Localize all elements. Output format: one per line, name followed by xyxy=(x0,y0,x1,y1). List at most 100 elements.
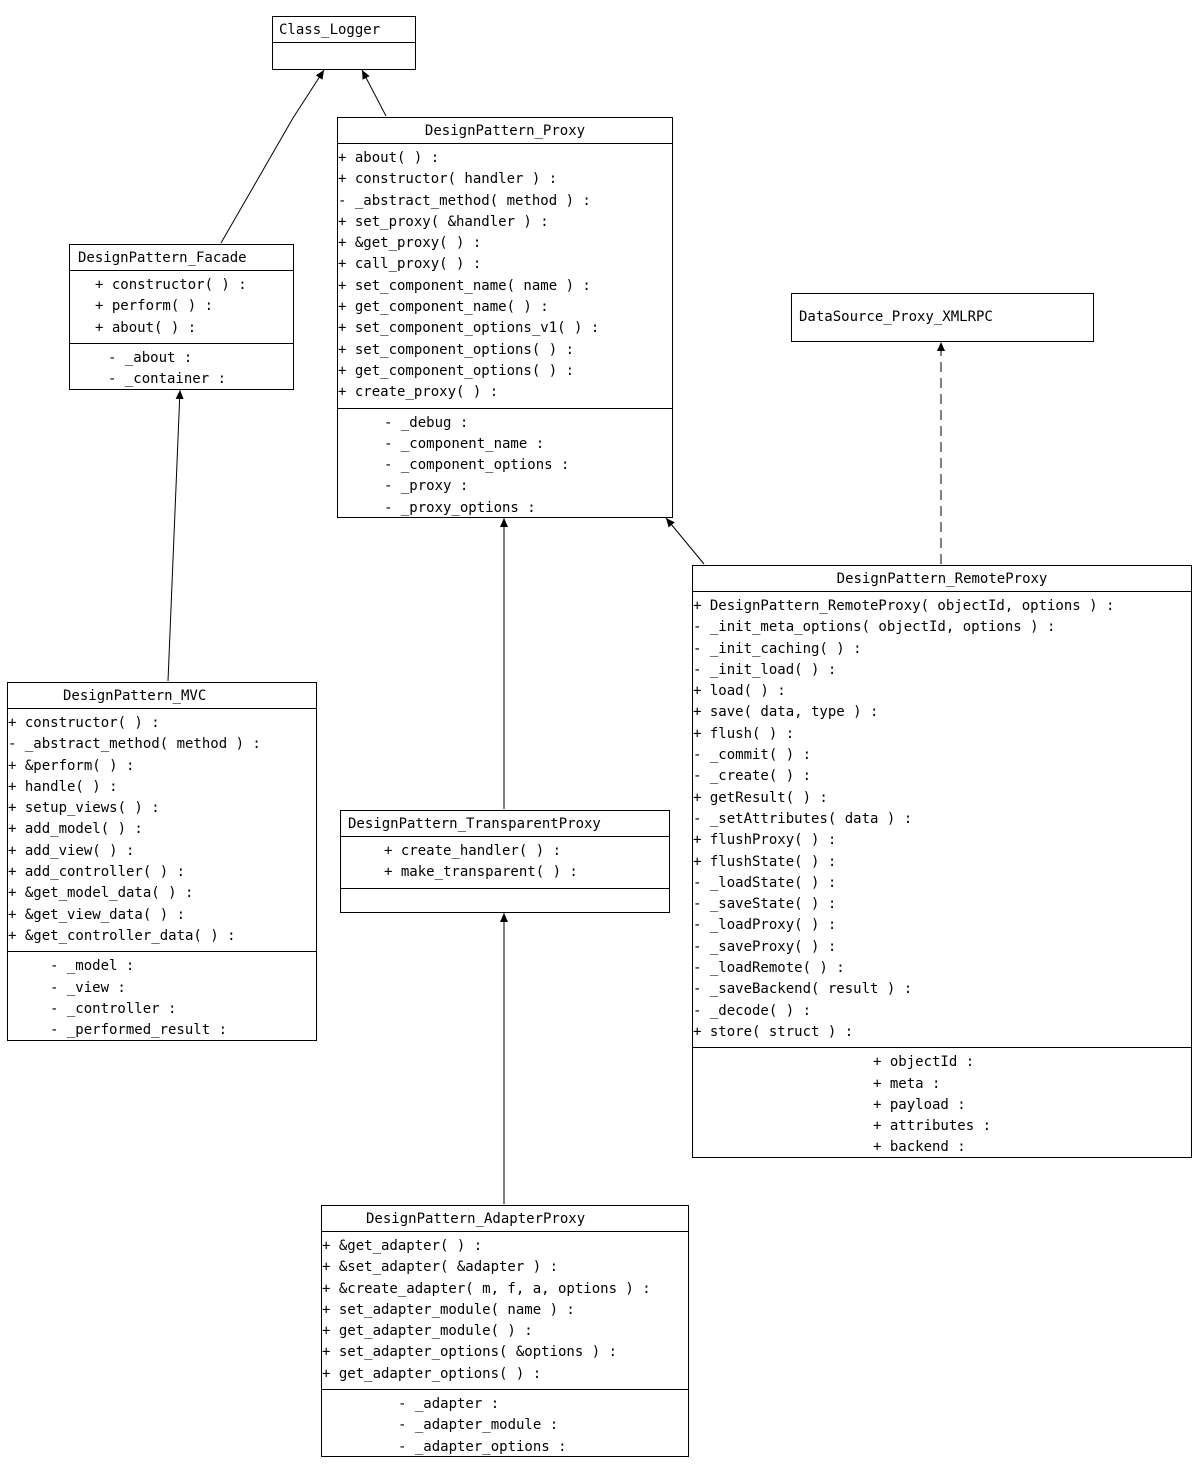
class-name: DesignPattern_Proxy xyxy=(338,118,672,144)
method: - _init_load( ) : xyxy=(693,661,837,678)
class-attributes: - _about : - _container : xyxy=(70,342,293,395)
attribute: - _proxy : xyxy=(384,478,469,495)
method: + add_model( ) : xyxy=(8,821,143,838)
method: + &get_view_data( ) : xyxy=(8,906,186,923)
method: + store( struct ) : xyxy=(693,1023,854,1040)
method: - _loadRemote( ) : xyxy=(693,960,845,977)
attribute: - _adapter_module : xyxy=(398,1417,559,1434)
method: + handle( ) : xyxy=(8,778,118,795)
method: + call_proxy( ) : xyxy=(338,256,482,273)
attribute: - _controller : xyxy=(50,1000,177,1017)
attribute: - _performed_result : xyxy=(50,1022,228,1039)
class-box-design-pattern-proxy: DesignPattern_Proxy + about( ) : + const… xyxy=(337,117,673,518)
method: + about( ) : xyxy=(95,319,197,336)
attribute: + objectId : xyxy=(873,1054,975,1071)
method: + create_proxy( ) : xyxy=(338,384,499,401)
edge-mvc-to-facade xyxy=(167,389,184,682)
attribute: - _adapter_options : xyxy=(398,1438,567,1455)
class-methods: + constructor( ) : + perform( ) : + abou… xyxy=(70,271,293,343)
method: + add_controller( ) : xyxy=(8,864,186,881)
method: - _abstract_method( method ) : xyxy=(8,736,261,753)
class-methods: + DesignPattern_RemoteProxy( objectId, o… xyxy=(693,592,1191,1047)
method: + flushProxy( ) : xyxy=(693,832,837,849)
class-methods: + about( ) : + constructor( handler ) : … xyxy=(338,144,672,408)
method: + about( ) : xyxy=(338,150,440,166)
method: + get_adapter_options( ) : xyxy=(322,1365,542,1382)
class-attributes-empty xyxy=(341,887,669,912)
class-attributes: - _model : - _view : - _controller : - _… xyxy=(8,951,316,1045)
method: + set_component_options( ) : xyxy=(338,341,575,358)
method: - _create( ) : xyxy=(693,768,812,785)
class-box-design-pattern-mvc: DesignPattern_MVC + constructor( ) : - _… xyxy=(7,682,317,1041)
class-box-class-logger: Class_Logger xyxy=(272,16,416,70)
method: - _init_caching( ) : xyxy=(693,640,862,657)
attribute: - _proxy_options : xyxy=(384,499,536,516)
class-name: DesignPattern_TransparentProxy xyxy=(341,811,669,837)
class-attributes: - _adapter : - _adapter_module : - _adap… xyxy=(322,1389,688,1462)
attribute: + meta : xyxy=(873,1075,941,1092)
class-box-design-pattern-transparentproxy: DesignPattern_TransparentProxy + create_… xyxy=(340,810,670,913)
edge-remote-to-proxy xyxy=(665,517,705,565)
method: + create_handler( ) : xyxy=(384,843,562,859)
method: + &get_adapter( ) : xyxy=(322,1238,483,1254)
class-box-design-pattern-remoteproxy: DesignPattern_RemoteProxy + DesignPatter… xyxy=(692,565,1192,1158)
method: - _commit( ) : xyxy=(693,747,812,764)
method: + &create_adapter( m, f, a, options ) : xyxy=(322,1280,651,1297)
method: - _loadState( ) : xyxy=(693,874,837,891)
method: - _decode( ) : xyxy=(693,1002,812,1019)
method: - _saveState( ) : xyxy=(693,896,837,913)
method: + DesignPattern_RemoteProxy( objectId, o… xyxy=(693,598,1115,614)
class-methods: + &get_adapter( ) : + &set_adapter( &ada… xyxy=(322,1232,688,1389)
method: + set_component_options_v1( ) : xyxy=(338,320,600,337)
method: - _saveBackend( result ) : xyxy=(693,981,913,998)
method: + &get_model_data( ) : xyxy=(8,885,194,902)
method: + make_transparent( ) : xyxy=(384,864,578,881)
method: + set_adapter_options( &options ) : xyxy=(322,1344,618,1361)
method: + set_adapter_module( name ) : xyxy=(322,1301,575,1318)
edge-facade-to-logger xyxy=(220,69,325,244)
class-box-design-pattern-facade: DesignPattern_Facade + constructor( ) : … xyxy=(69,244,294,390)
method: + perform( ) : xyxy=(95,298,214,315)
attribute: - _about : xyxy=(108,349,193,366)
method: + get_component_options( ) : xyxy=(338,362,575,379)
method: - _abstract_method( method ) : xyxy=(338,192,591,209)
method: + constructor( handler ) : xyxy=(338,171,558,188)
method: + load( ) : xyxy=(693,683,786,700)
class-box-datasource-proxy-xmlrpc: DataSource_Proxy_XMLRPC xyxy=(791,293,1094,342)
class-name: DesignPattern_MVC xyxy=(8,683,316,709)
attribute: - _debug : xyxy=(384,414,469,431)
method: + getResult( ) : xyxy=(693,789,828,806)
class-name: DesignPattern_RemoteProxy xyxy=(693,566,1191,592)
class-name: DesignPattern_Facade xyxy=(70,245,293,271)
class-attributes: + objectId : + meta : + payload : + attr… xyxy=(693,1047,1191,1162)
edge-proxy-to-logger xyxy=(361,69,387,117)
method: + get_adapter_module( ) : xyxy=(322,1323,533,1340)
class-methods: + constructor( ) : - _abstract_method( m… xyxy=(8,709,316,951)
attribute: - _view : xyxy=(50,979,126,996)
class-name: DesignPattern_AdapterProxy xyxy=(322,1206,688,1232)
class-box-design-pattern-adapterproxy: DesignPattern_AdapterProxy + &get_adapte… xyxy=(321,1205,689,1457)
attribute: - _container : xyxy=(108,371,227,388)
method: + &set_adapter( &adapter ) : xyxy=(322,1259,559,1276)
attribute: + payload : xyxy=(873,1096,966,1113)
method: + constructor( ) : xyxy=(95,277,247,293)
class-attributes-empty xyxy=(273,43,415,67)
method: + flushState( ) : xyxy=(693,853,837,870)
class-attributes: - _debug : - _component_name : - _compon… xyxy=(338,407,672,523)
method: + &get_controller_data( ) : xyxy=(8,927,236,944)
method: - _loadProxy( ) : xyxy=(693,917,837,934)
method: - _saveProxy( ) : xyxy=(693,938,837,955)
method: + setup_views( ) : xyxy=(8,800,160,817)
attribute: - _adapter : xyxy=(398,1396,500,1413)
method: + save( data, type ) : xyxy=(693,704,879,721)
method: + set_component_name( name ) : xyxy=(338,277,591,294)
method: + flush( ) : xyxy=(693,725,795,742)
attribute: - _model : xyxy=(50,958,135,975)
class-methods: + create_handler( ) : + make_transparent… xyxy=(341,837,669,888)
attribute: - _component_name : xyxy=(384,435,545,452)
method: + constructor( ) : xyxy=(8,715,160,731)
method: - _setAttributes( data ) : xyxy=(693,810,913,827)
attribute: + attributes : xyxy=(873,1118,992,1135)
